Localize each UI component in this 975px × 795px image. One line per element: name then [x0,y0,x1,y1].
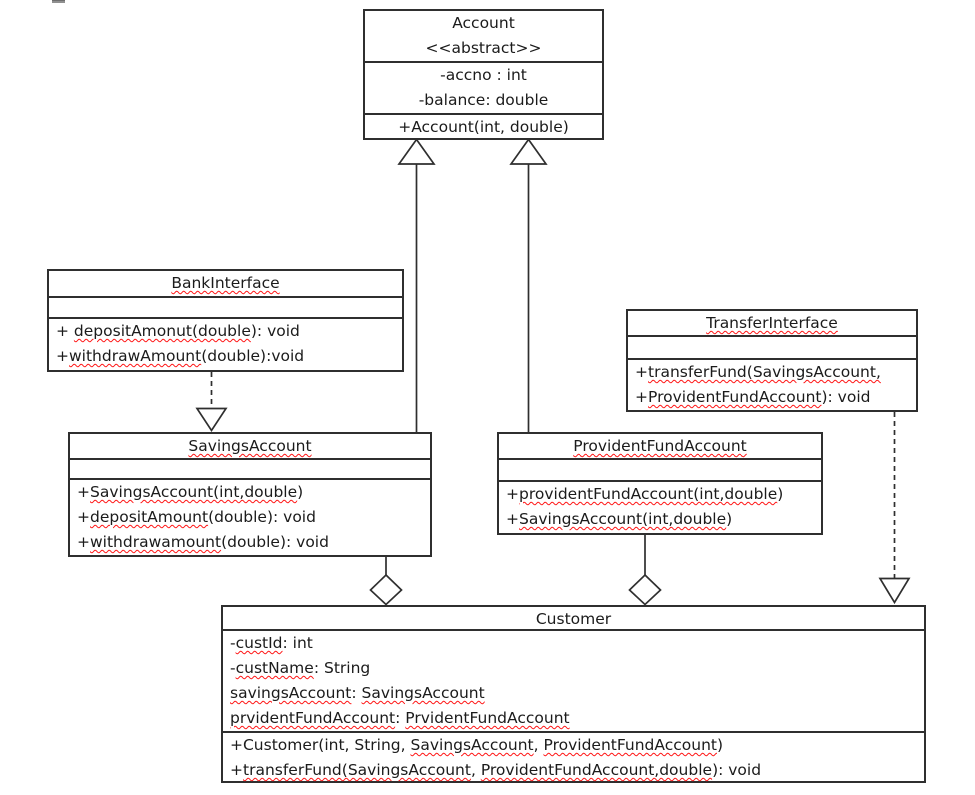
misspelled-text: SavingsAccount [410,736,534,754]
class-box-customer[interactable]: Customer -custId: int -custName: String sa… [221,605,926,783]
misspelled-text: PrvidentFundAccount [405,709,570,727]
class-methods-section: +Customer(int, String, SavingsAccount, P… [223,731,924,783]
class-title-section: BankInterface [49,271,402,296]
attribute-line: savingsAccount: SavingsAccount [230,684,485,702]
aggregation-diamond-icon [628,573,662,606]
class-box-account[interactable]: Account <<abstract>> -accno : int -balance… [363,9,604,140]
class-title-section: ProvidentFundAccount [499,434,821,458]
method-line: +SavingsAccount(int,double) [506,510,733,528]
generalization-triangle-icon [509,138,548,165]
method-line: +withdrawAmount(double):void [56,347,305,365]
method-line: +depositAmount(double): void [77,508,316,526]
misspelled-text: transferFund(SavingsAccount, [648,363,881,381]
attribute-line: -custName: String [230,659,371,677]
method-line: +Customer(int, String, SavingsAccount, P… [230,736,724,754]
class-name-line: Account [452,14,515,32]
generalization-triangle-icon [397,138,436,165]
method-line: +SavingsAccount(int,double) [77,483,304,501]
misspelled-text: SavingsAccount [361,684,485,702]
method-line: +transferFund(SavingsAccount, [635,363,881,381]
misspelled-text: depositAmonut(double [73,322,251,340]
class-title-section: TransferInterface [628,311,916,335]
class-attributes-section [70,458,430,478]
class-name-line: <<abstract>> [425,39,542,57]
class-methods-section: +Account(int, double) [365,113,602,140]
class-attributes-section: -accno : int -balance: double [365,61,602,113]
class-methods-section: +providentFundAccount(int,double) +Saving… [499,480,821,533]
class-attributes-section [49,296,402,317]
realization-triangle-icon [878,577,911,605]
misspelled-text: ProvidentFundAccount [573,437,747,455]
class-name-line: ProvidentFundAccount [506,434,814,459]
misspelled-text: ProvidentFundAccount [543,736,717,754]
attribute-line: prvidentFundAccount: PrvidentFundAccount [230,709,570,727]
misspelled-text: depositAmount [90,508,209,526]
class-box-bankinterface[interactable]: BankInterface + depositAmonut(double): v… [47,269,404,372]
misspelled-text: SavingsAccount [188,437,312,455]
misspelled-text: custId [235,634,283,652]
class-methods-section: + depositAmonut(double): void +withdrawAm… [49,317,402,370]
class-methods-section: +SavingsAccount(int,double) +depositAmoun… [70,478,430,555]
method-line: +ProvidentFundAccount): void [635,388,871,406]
misspelled-text: TransferInterface [706,314,838,332]
class-box-providentfundaccount[interactable]: ProvidentFundAccount +providentFundAccou… [497,432,823,535]
class-name-line: Customer [535,610,612,628]
misspelled-text: savingsAccount [230,684,352,702]
misspelled-text: prvidentFundAccount [230,709,396,727]
misspelled-text: SavingsAccount(int,double [519,510,727,528]
class-name-line: TransferInterface [635,311,909,336]
aggregation-diamond-icon [369,573,403,606]
method-line: +providentFundAccount(int,double) [506,485,784,503]
misspelled-text: providentFundAccount(int,double [519,485,778,503]
method-line: + depositAmonut(double): void [56,322,300,340]
attribute-line: -balance: double [418,91,549,109]
misspelled-text: custName [235,659,314,677]
class-box-transferinterface[interactable]: TransferInterface +transferFund(SavingsA… [626,309,918,412]
misspelled-text: withdrawamount [90,533,222,551]
method-line: +Account(int, double) [398,118,569,136]
misspelled-text: SavingsAccount(int,double [90,483,298,501]
method-line: +withdrawamount(double): void [77,533,329,551]
class-title-section: SavingsAccount [70,434,430,458]
method-line: +transferFund(SavingsAccount, ProvidentF… [230,761,762,779]
class-methods-section: +transferFund(SavingsAccount, +ProvidentF… [628,358,916,410]
class-title-section: Account <<abstract>> [365,11,602,61]
page-top-edge-artifact [52,0,65,3]
class-attributes-section [628,335,916,358]
misspelled-text: BankInterface [171,274,280,292]
misspelled-text: ProvidentFundAccount,double [480,761,713,779]
misspelled-text: ProvidentFundAccount [648,388,822,406]
misspelled-text: transferFund(SavingsAccount [243,761,471,779]
misspelled-text: withdrawAmount [69,347,202,365]
class-name-line: SavingsAccount [77,434,423,459]
attribute-line: -custId: int [230,634,313,652]
attribute-line: -accno : int [440,66,527,84]
class-name-line: BankInterface [56,271,395,296]
class-box-savingsaccount[interactable]: SavingsAccount +SavingsAccount(int,doubl… [68,432,432,557]
class-attributes-section [499,458,821,480]
class-attributes-section: -custId: int -custName: String savingsAcco… [223,629,924,731]
realization-triangle-icon [195,407,228,433]
class-title-section: Customer [223,607,924,629]
